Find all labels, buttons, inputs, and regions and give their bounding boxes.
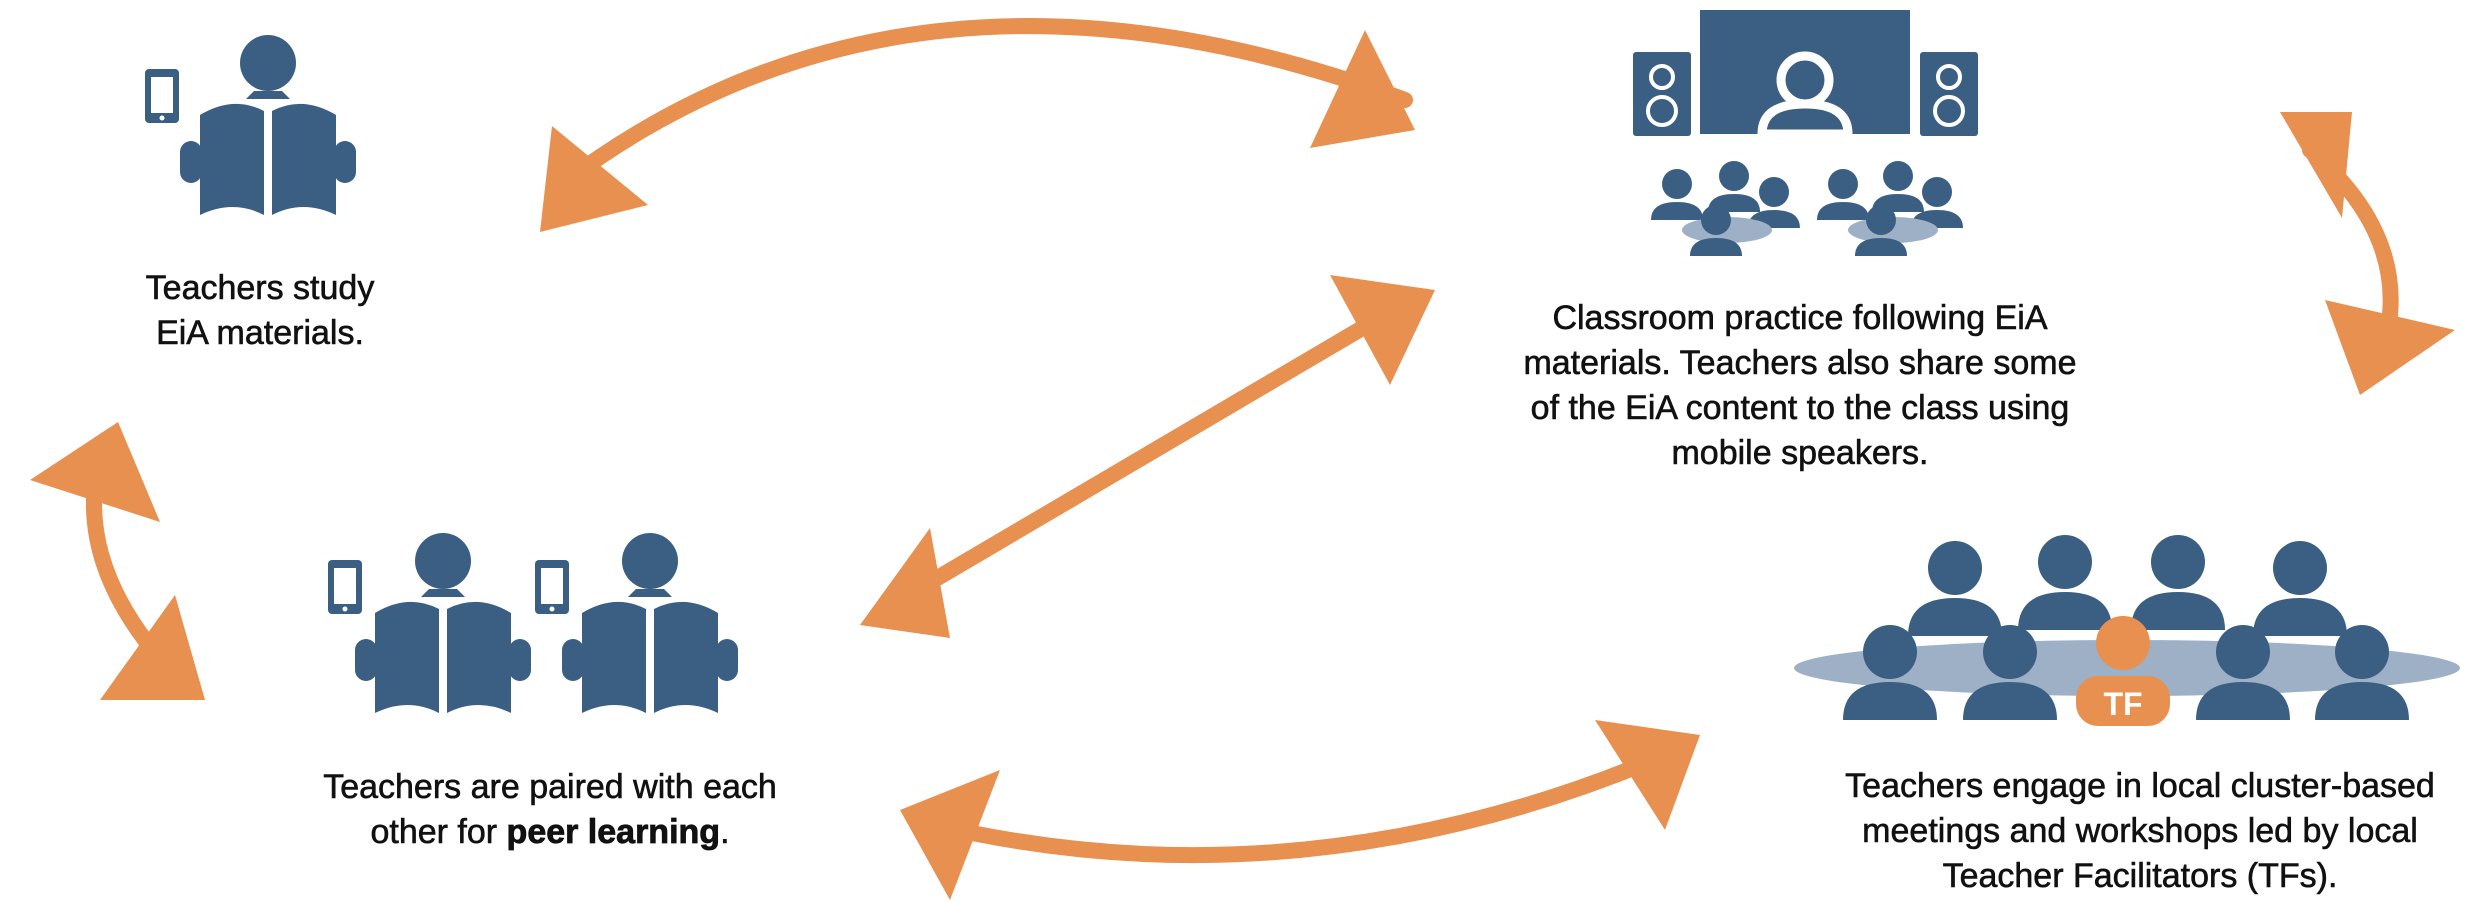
arrowhead xyxy=(900,770,1000,900)
facilitator-icon: TF xyxy=(2076,616,2170,726)
arrowhead xyxy=(1595,720,1700,830)
arrow-study-classroom xyxy=(562,18,1413,186)
arrowhead xyxy=(2280,112,2352,218)
arrowhead xyxy=(2325,300,2455,395)
cluster-caption: Teachers engage in local cluster-based m… xyxy=(1800,764,2480,899)
speaker-icon xyxy=(1631,50,1693,138)
reading-teacher-icon xyxy=(355,533,531,713)
peer-caption-suffix: . xyxy=(720,813,730,852)
arrowhead xyxy=(100,595,205,700)
peer-caption: Teachers are paired with each other for … xyxy=(255,765,845,855)
arrowhead xyxy=(1310,30,1415,148)
peer-learning-emphasis: peer learning xyxy=(506,813,721,852)
speaker-icon xyxy=(1918,50,1980,138)
facilitator-badge: TF xyxy=(2103,686,2142,722)
arrow-peer-cluster xyxy=(927,747,1673,864)
arrowhead xyxy=(1330,275,1435,385)
peer-caption-line: Teachers are paired with each xyxy=(323,768,777,807)
reading-teacher-icon xyxy=(562,533,738,713)
study-caption-line: Teachers study xyxy=(145,269,375,308)
cluster-caption-line: meetings and workshops led by local xyxy=(1862,812,2418,851)
classroom-caption-line: of the EiA content to the class using xyxy=(1530,389,2070,428)
cluster-caption-line: Teachers engage in local cluster-based xyxy=(1845,767,2435,806)
classroom-icons xyxy=(1631,10,1980,256)
study-caption-line: EiA materials. xyxy=(156,314,364,353)
classroom-caption-line: mobile speakers. xyxy=(1671,434,1929,473)
student-group-icon xyxy=(1651,161,1800,256)
student-group-icon xyxy=(1817,161,1963,256)
arrow-peer-classroom xyxy=(892,292,1418,608)
phone-icon xyxy=(328,560,362,614)
arrowhead xyxy=(30,422,160,522)
peer-caption-prefix: other for xyxy=(370,813,507,852)
screen-presenter-icon xyxy=(1700,10,1910,134)
arrowhead xyxy=(860,528,950,638)
cluster-caption-line: Teacher Facilitators (TFs). xyxy=(1942,857,2338,896)
cluster-icons: TF xyxy=(1794,535,2460,726)
arrowhead xyxy=(540,126,648,232)
peer-caption-line: other for peer learning. xyxy=(255,810,845,855)
phone-icon xyxy=(145,69,179,123)
classroom-caption-line: Classroom practice following EiA xyxy=(1552,299,2048,338)
reading-teacher-icon xyxy=(180,35,356,215)
study-caption: Teachers study EiA materials. xyxy=(95,266,425,356)
study-icons xyxy=(145,35,356,215)
phone-icon xyxy=(535,560,569,614)
peer-icons xyxy=(328,533,738,713)
classroom-caption-line: materials. Teachers also share some xyxy=(1523,344,2077,383)
arrowheads xyxy=(30,30,2455,900)
classroom-caption: Classroom practice following EiA materia… xyxy=(1460,296,2140,476)
